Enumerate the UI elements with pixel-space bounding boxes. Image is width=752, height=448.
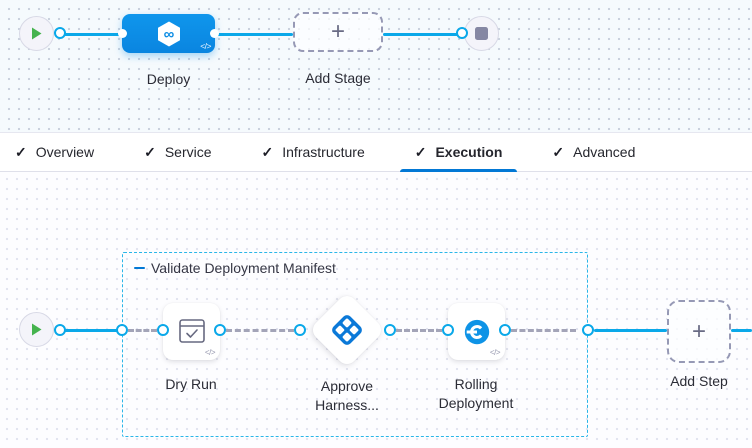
tab-infrastructure[interactable]: ✓ Infrastructure (247, 133, 380, 171)
play-icon (32, 323, 42, 336)
plus-icon: + (691, 317, 706, 345)
code-icon: </> (489, 348, 501, 357)
connector-line (60, 328, 122, 332)
connector-port (116, 324, 128, 336)
connector-line (594, 328, 667, 332)
connector-port (54, 27, 66, 39)
add-step-label: Add Step (670, 373, 728, 389)
step-label: Dry Run (165, 376, 217, 392)
dashed-connector (226, 328, 294, 332)
tab-label: Infrastructure (282, 144, 365, 160)
add-stage-button[interactable]: + (293, 12, 383, 52)
connector-port (456, 27, 468, 39)
step-group-header: Validate Deployment Manifest (134, 260, 336, 276)
add-stage-label: Add Stage (305, 70, 371, 86)
tab-overview[interactable]: ✓ Overview (0, 133, 109, 171)
check-icon: ✓ (261, 143, 274, 160)
connector-port (54, 324, 66, 336)
tab-advanced[interactable]: ✓ Advanced (537, 133, 650, 171)
pipeline-start-button[interactable] (19, 16, 54, 51)
node-port (210, 29, 219, 38)
dashed-connector (128, 328, 157, 332)
tab-service[interactable]: ✓ Service (129, 133, 226, 171)
tab-label: Overview (35, 144, 95, 160)
dry-run-icon (178, 319, 205, 343)
step-group-title: Validate Deployment Manifest (151, 260, 336, 276)
check-icon: ✓ (414, 143, 427, 160)
stage-label: Deploy (146, 71, 191, 87)
node-port (118, 29, 127, 38)
step-label: Approve Harness... (315, 378, 379, 413)
pipeline-end-node[interactable] (464, 16, 499, 51)
check-icon: ✓ (15, 143, 27, 160)
plus-icon: + (330, 18, 345, 45)
execution-canvas: Validate Deployment Manifest </> Dry Run (0, 172, 752, 448)
check-icon: ✓ (552, 143, 565, 160)
dashed-connector (396, 328, 442, 332)
approval-icon[interactable] (327, 310, 367, 350)
connector-port (294, 324, 306, 336)
step-group-container (122, 252, 588, 437)
stage-tabbar: ✓ Overview ✓ Service ✓ Infrastructure ✓ … (0, 132, 752, 172)
connector-port (442, 324, 454, 336)
tab-label: Execution (435, 144, 503, 160)
connector-port (582, 324, 594, 336)
tab-execution[interactable]: ✓ Execution (399, 133, 518, 172)
connector-line (383, 32, 462, 36)
step-label: Rolling Deployment (438, 376, 514, 411)
step-rolling-deployment[interactable]: </> (448, 303, 505, 360)
tab-label: Service (164, 144, 212, 160)
rolling-deployment-icon (464, 319, 489, 344)
harness-cd-icon: ∞ (157, 21, 180, 46)
connector-port (214, 324, 226, 336)
tab-label: Advanced (573, 144, 636, 160)
svg-text:∞: ∞ (163, 26, 174, 43)
connector-port (384, 324, 396, 336)
stop-icon (475, 27, 488, 40)
connector-port (157, 324, 169, 336)
add-step-button[interactable]: + (667, 300, 731, 363)
execution-start-button[interactable] (19, 312, 54, 347)
check-icon: ✓ (144, 143, 156, 160)
code-icon: </> (200, 41, 211, 51)
code-icon: </> (204, 348, 216, 357)
dashed-connector (511, 328, 576, 332)
connector-port (499, 324, 511, 336)
connector-line (731, 328, 752, 332)
stage-canvas: ∞ </> Deploy + Add Stage (0, 0, 752, 132)
step-dry-run[interactable]: </> (163, 303, 220, 360)
stage-node-deploy[interactable]: ∞ </> (118, 14, 219, 53)
play-icon (32, 27, 42, 40)
collapse-icon[interactable] (134, 266, 145, 270)
